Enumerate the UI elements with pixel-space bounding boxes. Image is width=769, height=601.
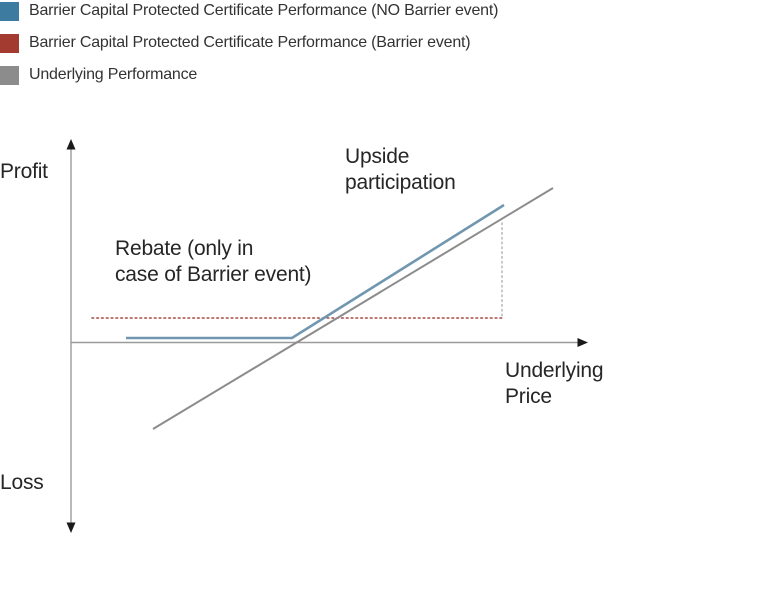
underlying-price-axis-label-line1: Underlying xyxy=(505,359,603,382)
legend-swatch-barrier-icon xyxy=(0,33,19,53)
rebate-annotation-line2: case of Barrier event) xyxy=(115,263,311,286)
legend-item-no-barrier: Barrier Capital Protected Certificate Pe… xyxy=(0,1,498,21)
legend-label-underlying: Underlying Performance xyxy=(29,66,198,83)
upside-participation-label-line1: Upside xyxy=(345,145,409,168)
rebate-annotation-line1: Rebate (only in xyxy=(115,237,253,260)
underlying-performance-line xyxy=(152,187,554,430)
legend-swatch-no-barrier-icon xyxy=(0,1,19,21)
x-axis-right-arrow-icon xyxy=(577,338,588,347)
certificate-no-barrier-line xyxy=(126,203,505,340)
underlying-price-axis-label-line2: Price xyxy=(505,385,552,408)
y-axis-down-arrow-icon xyxy=(66,522,76,533)
legend-swatch-underlying-icon xyxy=(0,65,19,85)
y-axis-up-arrow-icon xyxy=(66,139,76,150)
legend-item-barrier: Barrier Capital Protected Certificate Pe… xyxy=(0,33,471,53)
upside-participation-label-line2: participation xyxy=(345,171,456,194)
legend-label-no-barrier: Barrier Capital Protected Certificate Pe… xyxy=(29,2,499,19)
legend-label-barrier: Barrier Capital Protected Certificate Pe… xyxy=(29,34,471,51)
loss-axis-label: Loss xyxy=(0,471,44,494)
profit-axis-label: Profit xyxy=(0,160,48,183)
legend-item-underlying: Underlying Performance xyxy=(0,65,197,85)
